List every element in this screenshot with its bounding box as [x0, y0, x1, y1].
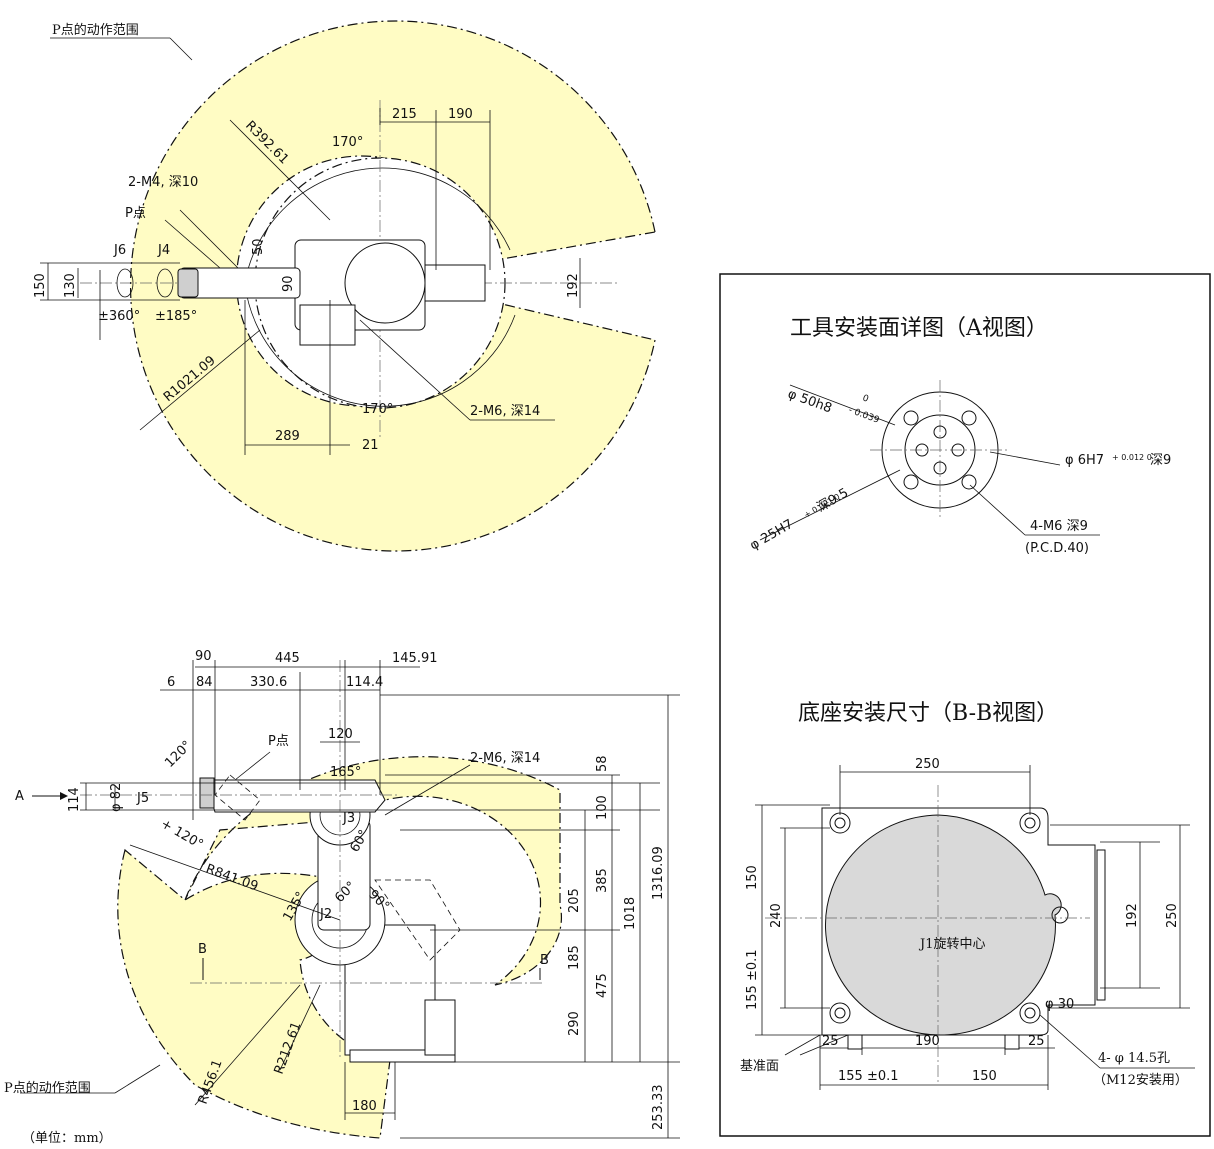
side-view: 90 445 145.91 6 84 330.6 114.4 120 P点 2-… — [4, 649, 680, 1146]
top-dim-190: 190 — [448, 107, 473, 122]
base-dim-25-left: 25 — [822, 1034, 839, 1049]
tool-detail-title: 工具安装面详图（A视图） — [790, 316, 1048, 341]
base-dim-250-top: 250 — [915, 757, 940, 772]
side-dim-253: 253.33 — [651, 1085, 666, 1131]
top-angle-170-top: 170° — [332, 135, 363, 150]
base-holes-note: （M12安装用） — [1093, 1073, 1188, 1088]
top-range-zone — [130, 20, 656, 552]
top-dim-50: 50 — [251, 238, 266, 255]
side-angle-120-top: 120° — [162, 738, 195, 771]
side-angle-165: 165° — [330, 765, 361, 780]
side-j5: J5 — [136, 791, 149, 806]
top-rot-185: ±185° — [155, 309, 197, 324]
side-m6-note: 2-M6, 深14 — [470, 751, 540, 766]
top-view: P点的动作范围 215 190 170° R392.61 2-M4, 深10 P… — [33, 20, 656, 552]
top-dim-215: 215 — [392, 107, 417, 122]
side-dim-90: 90 — [195, 649, 212, 664]
side-dim-290: 290 — [567, 1011, 582, 1036]
tool-phi6-depth: 深9 — [1150, 453, 1171, 468]
side-dim-445: 445 — [275, 651, 300, 666]
side-j2: J2 — [319, 907, 332, 922]
base-dim-150: 150 — [745, 865, 760, 890]
side-dim-114: 114 — [67, 787, 82, 812]
side-upper-zone — [184, 756, 563, 986]
base-dim-190: 190 — [915, 1034, 940, 1049]
side-b-left: B — [198, 942, 207, 957]
side-dim-180: 180 — [352, 1099, 377, 1114]
top-j4: J4 — [157, 243, 170, 258]
side-phi82: φ 82 — [109, 783, 124, 812]
top-dim-90: 90 — [281, 275, 296, 292]
base-dim-155: 155 ±0.1 — [745, 949, 760, 1010]
base-phi30: φ 30 — [1045, 997, 1074, 1012]
tool-phi6: φ 6H7 — [1065, 453, 1104, 468]
base-holes: 4- φ 14.5孔 — [1098, 1051, 1170, 1066]
top-rot-360: ±360° — [98, 309, 140, 324]
base-dim-150-bottom: 150 — [972, 1069, 997, 1084]
side-dim-120: 120 — [328, 727, 353, 742]
side-dim-185: 185 — [567, 945, 582, 970]
side-dim-84: 84 — [196, 675, 213, 690]
top-dim-289: 289 — [275, 429, 300, 444]
tool-phi50-tol-up: 0 — [861, 393, 870, 404]
side-dim-330: 330.6 — [250, 675, 287, 690]
tool-m6: 4-M6 深9 — [1030, 519, 1088, 534]
base-ref-face: 基准面 — [740, 1059, 779, 1074]
side-angle-120-bottom: + 120° — [158, 816, 206, 852]
top-dim-192: 192 — [566, 273, 581, 298]
base-dim-250-right: 250 — [1165, 903, 1180, 928]
side-dim-1316: 1316.09 — [651, 846, 666, 900]
side-dim-145: 145.91 — [392, 651, 438, 666]
top-m4-note: 2-M4, 深10 — [128, 175, 198, 190]
unit-note: （单位：mm） — [22, 1131, 112, 1146]
side-dim-475: 475 — [595, 973, 610, 998]
top-m6-note: 2-M6, 深14 — [470, 404, 540, 419]
top-angle-170-bottom: 170° — [362, 402, 393, 417]
side-b-right: B — [540, 953, 549, 968]
top-dim-21: 21 — [362, 438, 379, 453]
tool-pcd: (P.C.D.40) — [1025, 541, 1089, 556]
base-detail-title: 底座安装尺寸（B-B视图） — [798, 701, 1058, 726]
base-dim-25-right: 25 — [1028, 1034, 1045, 1049]
top-j6: J6 — [113, 243, 126, 258]
top-p-point: P点 — [125, 206, 146, 221]
top-dim-130: 130 — [63, 273, 78, 298]
top-range-label: P点的动作范围 — [52, 22, 139, 38]
base-center-label: J1旋转中心 — [918, 937, 985, 952]
side-dim-385: 385 — [595, 868, 610, 893]
tool-detail: 工具安装面详图（A视图） φ 50h8 0 - 0.039 φ 6H7 + 0.… — [748, 316, 1172, 556]
tool-phi6-tol: + 0.012 0 — [1112, 453, 1152, 462]
side-dim-100: 100 — [595, 795, 610, 820]
base-dim-240: 240 — [769, 903, 784, 928]
side-dim-1018: 1018 — [623, 897, 638, 930]
side-a-label: A — [15, 789, 24, 804]
side-range-label: P点的动作范围 — [4, 1080, 91, 1096]
base-detail: 底座安装尺寸（B-B视图） — [740, 701, 1195, 1090]
side-p-point: P点 — [268, 734, 289, 749]
top-dim-150: 150 — [33, 273, 48, 298]
side-j3: J3 — [342, 811, 355, 826]
side-dim-58: 58 — [595, 755, 610, 772]
base-dim-155-bottom: 155 ±0.1 — [838, 1069, 899, 1084]
side-dim-114-4: 114.4 — [346, 675, 383, 690]
base-dim-192: 192 — [1125, 903, 1140, 928]
side-dim-6: 6 — [167, 675, 175, 690]
side-dim-205: 205 — [567, 888, 582, 913]
